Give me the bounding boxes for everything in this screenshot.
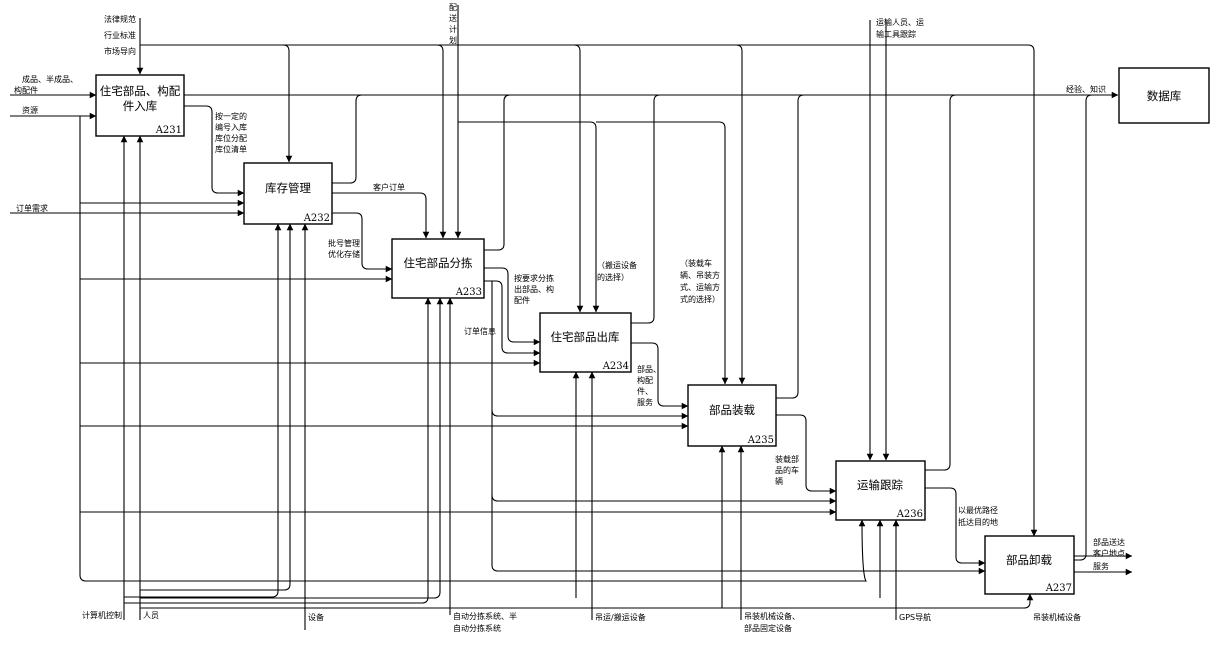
label-carry-choice-1: （搬运设备 (597, 260, 637, 270)
label-storage-numbering-2: 编号入库 (215, 122, 247, 132)
label-transport-track-2: 输工具跟踪 (876, 29, 916, 39)
box-a237: 部品卸载 A237 (984, 535, 1075, 595)
label-loaded-vehicle-1: 装载部 (775, 454, 799, 464)
label-sort-by-req-1: 按要求分拣 (514, 273, 554, 283)
label-optimal-route: 以最优路径 抵达目的地 (958, 505, 998, 527)
label-optimal-route-1: 以最优路径 (958, 505, 998, 515)
label-transport-track: 运输人员、运 输工具跟踪 (876, 17, 924, 39)
label-industry: 行业标准 (104, 30, 136, 40)
label-law: 法律规范 (104, 14, 136, 24)
label-loaded-vehicle: 装载部 品的车 辆 (775, 454, 799, 486)
connector-lines (10, 5, 1133, 630)
label-gps: GPS导航 (899, 612, 931, 622)
a231-title-line2: 件入库 (123, 99, 158, 113)
label-loading-choice-1: （装载车 (680, 258, 712, 268)
label-goods-2: 构配件 (14, 85, 38, 95)
label-delivered: 部品送达 客户地点 (1093, 537, 1125, 558)
label-parts-service-3: 件、 (637, 386, 653, 396)
label-lifting-2: 部品固定设备 (744, 623, 792, 633)
a234-code: A234 (602, 361, 629, 372)
label-parts-service-4: 服务 (637, 397, 653, 407)
label-customer-order: 客户订单 (373, 182, 405, 192)
a232-code: A232 (303, 213, 330, 224)
label-service: 服务 (1093, 561, 1109, 571)
database-title: 数据库 (1147, 89, 1182, 103)
a237-title: 部品卸载 (1006, 553, 1052, 567)
label-loaded-vehicle-2: 品的车 (775, 465, 799, 475)
label-experience: 经验、知识 (1066, 84, 1106, 94)
box-database: 数据库 (1118, 67, 1210, 124)
label-parts-service-2: 构配 (637, 375, 653, 385)
a236-title: 运输跟踪 (857, 478, 903, 492)
label-delivered-2: 客户地点 (1093, 548, 1125, 558)
label-storage-numbering-4: 库位清单 (215, 144, 247, 154)
label-auto-sort: 自动分拣系统、半 自动分拣系统 (453, 611, 517, 633)
a233-code: A233 (455, 287, 482, 298)
label-storage-numbering-1: 按一定的 (215, 111, 247, 121)
label-market: 市场导向 (104, 46, 136, 56)
label-transport-track-1: 运输人员、运 (876, 17, 924, 27)
label-carry-choice-2: 的选择） (597, 272, 629, 282)
box-a234: 住宅部品出库 A234 (539, 312, 632, 373)
label-plan-3: 计 (449, 24, 457, 34)
a233-title: 住宅部品分拣 (404, 256, 473, 270)
label-plan: 配 送 计 划 (449, 3, 457, 45)
label-staff: 人员 (143, 611, 159, 620)
label-lifting: 吊装机械设备、 部品固定设备 (744, 611, 800, 633)
label-batch-mgmt-2: 优化存储 (328, 249, 360, 259)
label-carry-choice: （搬运设备 的选择） (597, 260, 637, 282)
label-sort-by-req: 按要求分拣 出部品、构 配件 (514, 273, 554, 305)
a232-title: 库存管理 (265, 181, 311, 195)
label-goods-1: 成品、半成品、 (22, 74, 78, 84)
label-loading-choice-2: 辆、吊装方 (680, 270, 720, 280)
a231-code: A231 (155, 125, 182, 136)
a235-title: 部品装载 (709, 403, 755, 417)
label-loading-choice: （装载车 辆、吊装方 式、运输方 式的选择） (680, 258, 720, 304)
label-lifting2: 吊装机械设备 (1033, 612, 1081, 622)
box-a233: 住宅部品分拣 A233 (391, 238, 485, 299)
box-a236: 运输跟踪 A236 (835, 460, 926, 521)
label-auto-sort-2: 自动分拣系统 (453, 623, 501, 633)
label-delivered-1: 部品送达 (1093, 537, 1125, 547)
label-optimal-route-2: 抵达目的地 (958, 517, 998, 527)
label-plan-4: 划 (449, 35, 457, 45)
label-resources: 资源 (22, 105, 38, 115)
label-auto-sort-1: 自动分拣系统、半 (453, 611, 517, 621)
label-hoist: 吊运/搬运设备 (595, 612, 646, 622)
box-a232: 库存管理 A232 (243, 162, 333, 225)
a236-code: A236 (896, 509, 923, 520)
label-loading-choice-4: 式的选择） (680, 294, 720, 304)
label-loaded-vehicle-3: 辆 (775, 476, 783, 486)
a231-title-line1: 住宅部品、构配 (100, 84, 181, 98)
a237-code: A237 (1045, 583, 1072, 594)
label-plan-2: 送 (449, 13, 457, 23)
label-order-demand: 订单需求 (16, 203, 48, 213)
label-parts-service-1: 部品、 (637, 364, 661, 374)
label-equipment: 设备 (308, 612, 324, 622)
label-batch-mgmt-1: 批号管理 (328, 238, 360, 248)
label-loading-choice-3: 式、运输方 (680, 282, 720, 292)
label-plan-1: 配 (449, 3, 457, 12)
box-a235: 部品装载 A235 (687, 384, 777, 447)
label-storage-numbering: 按一定的 编号入库 库位分配 库位清单 (215, 111, 247, 154)
label-order-info: 订单信息 (464, 326, 496, 336)
label-batch-mgmt: 批号管理 优化存储 (328, 238, 360, 259)
label-lifting-1: 吊装机械设备、 (744, 611, 800, 621)
label-sort-by-req-2: 出部品、构 (514, 284, 554, 294)
a235-code: A235 (747, 435, 774, 446)
label-storage-numbering-3: 库位分配 (215, 133, 247, 143)
a234-title: 住宅部品出库 (551, 330, 620, 344)
label-sort-by-req-3: 配件 (514, 295, 530, 305)
box-a231: 住宅部品、构配 件入库 A231 (95, 74, 185, 137)
label-parts-service: 部品、 构配 件、 服务 (637, 364, 661, 407)
label-computer: 计算机控制 (82, 610, 122, 620)
